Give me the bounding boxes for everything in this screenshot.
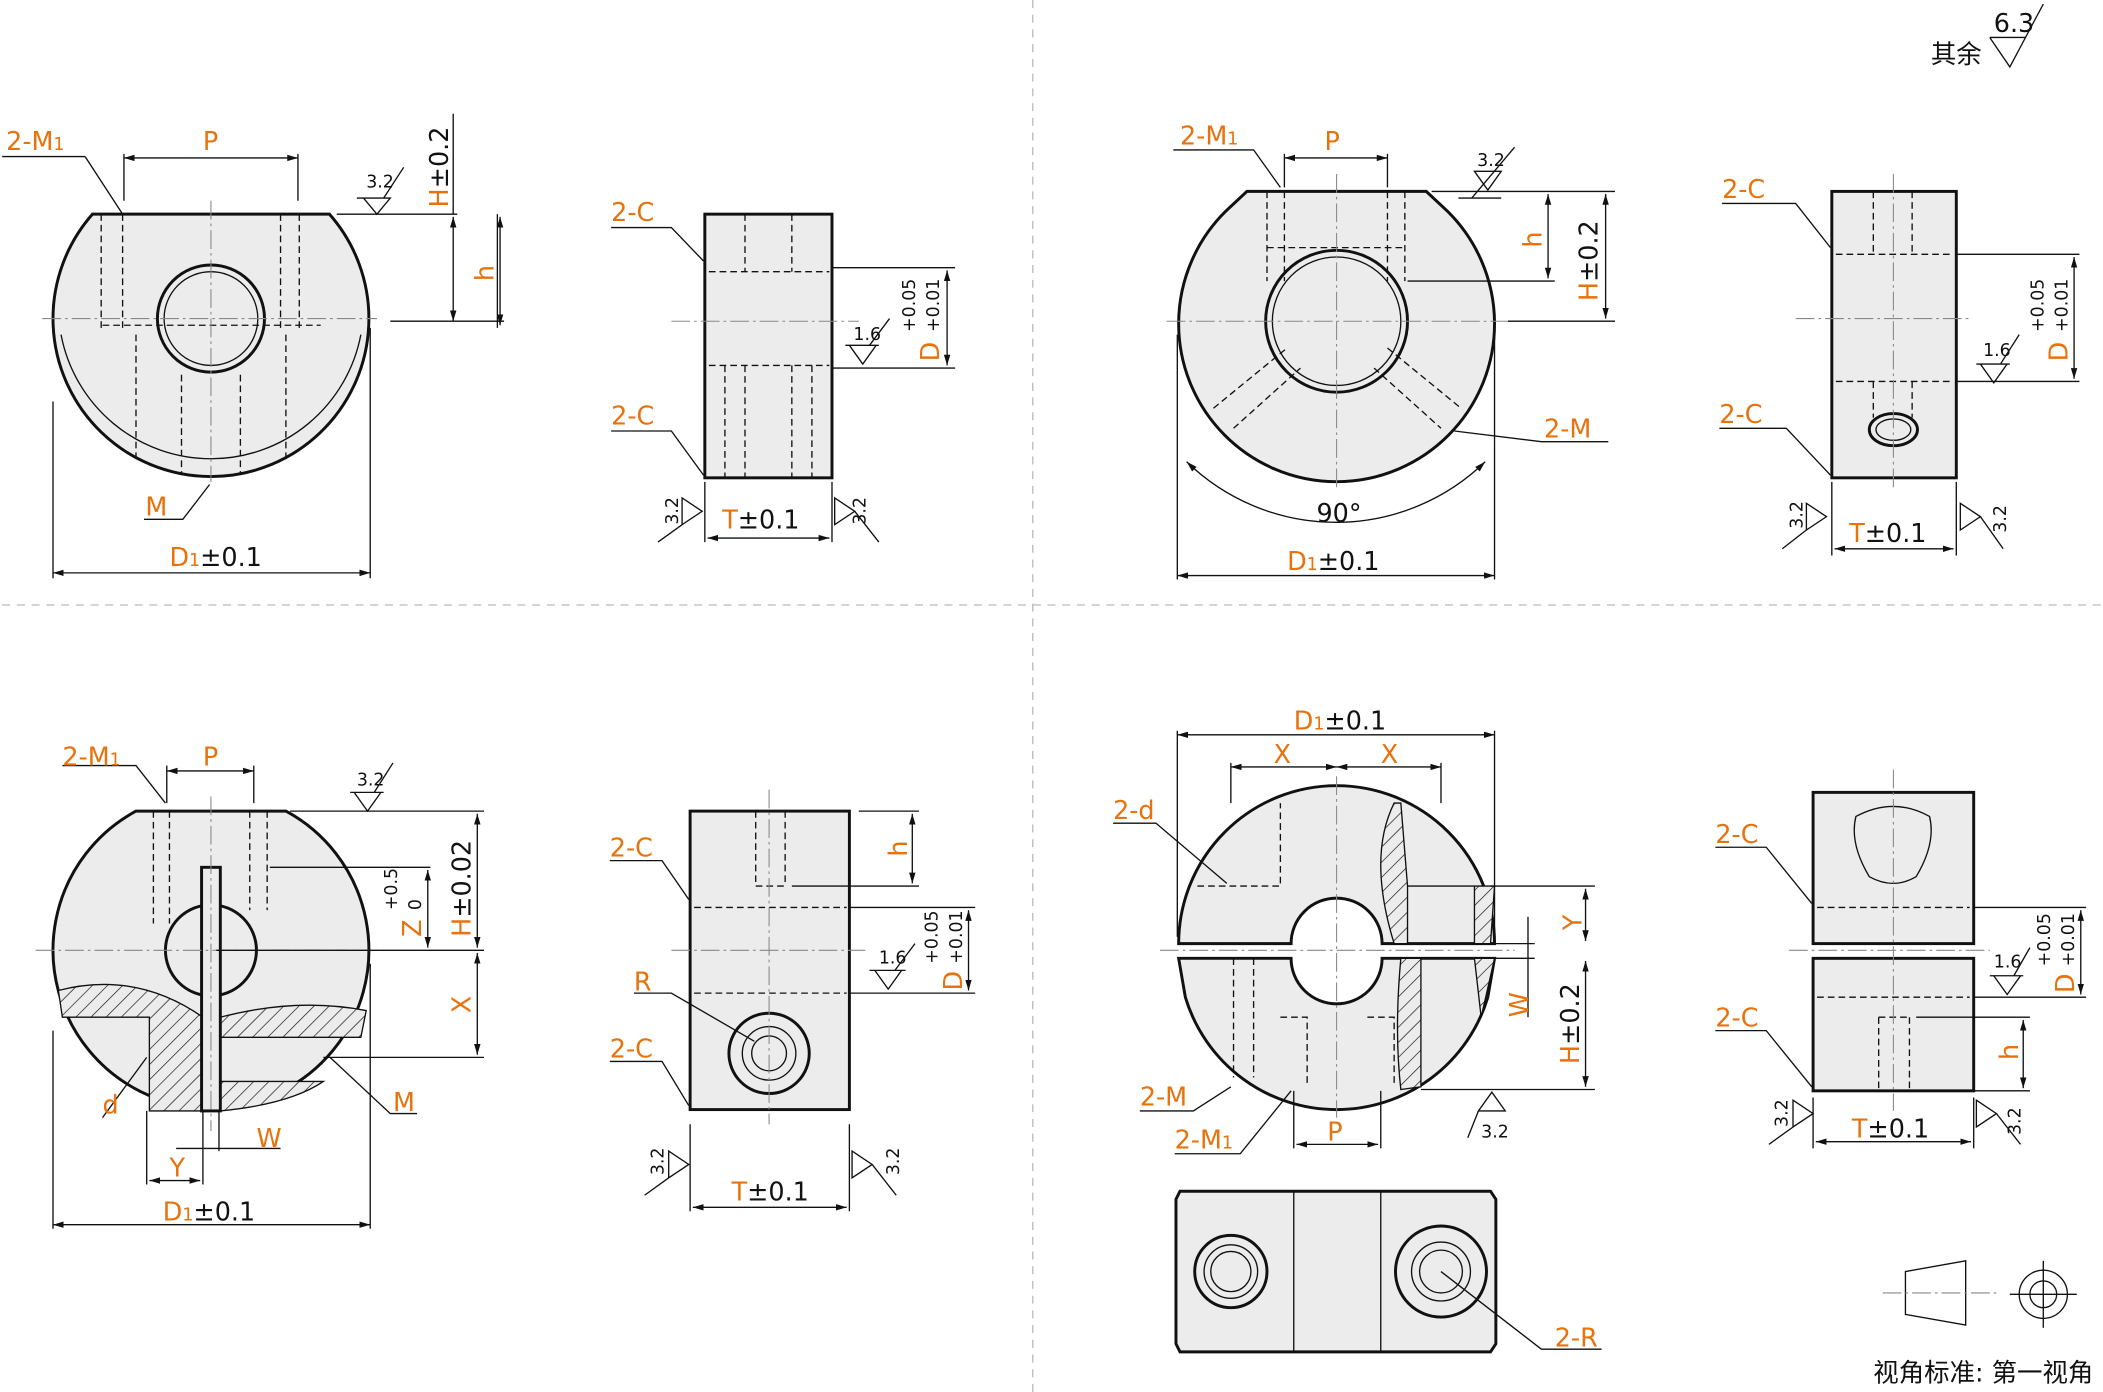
q4-m-label: 2-M bbox=[1140, 1082, 1187, 1112]
q4-dd-label: 2-d bbox=[1113, 795, 1154, 825]
q3-c-bot-label: 2-C bbox=[610, 1033, 653, 1063]
q4-x1-label: X bbox=[1274, 739, 1291, 769]
q4-d-label: D bbox=[2050, 974, 2080, 994]
q3-front-view: 2-M1 P 3.2 Z +0.5 0 H±0.02 X M d W Y D1±… bbox=[35, 742, 484, 1229]
q1-t-label: T±0.1 bbox=[721, 505, 799, 535]
q2-side-view: 2-C 2-C 1.6 D +0.05 +0.01 3.2 3.2 T±0.1 bbox=[1719, 174, 2080, 556]
q1-c-top-label: 2-C bbox=[611, 197, 654, 227]
q3-d1-label: D1±0.1 bbox=[163, 1197, 255, 1227]
q1-roughness-16: 1.6 bbox=[853, 325, 881, 345]
q2-c-bot-label: 2-C bbox=[1719, 399, 1762, 429]
q1-h-cap-label: H±0.2 bbox=[424, 127, 454, 208]
q3-m1-sub: 1 bbox=[110, 751, 121, 771]
q2-c-top-label: 2-C bbox=[1722, 174, 1765, 204]
q2-d-tol-lo: +0.01 bbox=[2052, 279, 2072, 332]
q3-dd-label: D bbox=[938, 971, 968, 991]
q3-p-label: P bbox=[203, 742, 218, 772]
q4-m1-label: 2-M1 bbox=[1175, 1124, 1233, 1154]
q4-x2-label: X bbox=[1381, 739, 1398, 769]
q3-z-tol: +0.5 bbox=[382, 868, 402, 910]
q3-z-label: Z bbox=[397, 920, 427, 937]
q4-d1-label: D1±0.1 bbox=[1294, 705, 1386, 735]
q2-t-label: T±0.1 bbox=[1848, 518, 1926, 548]
q2-h-label: h bbox=[1517, 231, 1547, 247]
general-roughness-symbol: 其余 6.3 bbox=[1931, 3, 2044, 69]
roughness-value: 6.3 bbox=[1994, 8, 2034, 38]
q2-m1-label: 2-M1 bbox=[1180, 121, 1238, 151]
q2-m-label: 2-M bbox=[1544, 414, 1591, 444]
q3-side-view: 2-C R 2-C h 1.6 D +0.05 +0.01 3.2 3.2 T±… bbox=[610, 789, 976, 1212]
q3-h-label: h bbox=[883, 840, 913, 856]
q2-p-label: P bbox=[1325, 126, 1340, 156]
q3-r-label: R bbox=[634, 966, 652, 996]
q2-m1-sub: 1 bbox=[1227, 130, 1238, 150]
q2-h-cap-label: H±0.2 bbox=[1574, 220, 1604, 301]
q3-roughness: 3.2 bbox=[357, 771, 385, 791]
q1-roughness-a: 3.2 bbox=[663, 497, 683, 525]
q1-m1-label: 2-M1 bbox=[6, 126, 64, 156]
q3-d-tol: +0.05 bbox=[923, 910, 943, 963]
q3-z-tol-lo: 0 bbox=[406, 899, 426, 910]
q4-c-bot-label: 2-C bbox=[1715, 1003, 1758, 1033]
q4-h-label: h bbox=[1994, 1044, 2024, 1060]
q3-roughness-16: 1.6 bbox=[879, 949, 907, 969]
q3-t-label: T±0.1 bbox=[731, 1177, 809, 1207]
q4-roughness-16: 1.6 bbox=[1994, 953, 2022, 973]
q4-counterbore-left bbox=[1193, 1233, 1269, 1310]
q4-c-top-label: 2-C bbox=[1715, 819, 1758, 849]
q2-roughness-16: 1.6 bbox=[1983, 341, 2011, 361]
q1-m1-sub: 1 bbox=[53, 135, 64, 155]
projection-label: 视角标准: 第一视角 bbox=[1873, 1357, 2093, 1387]
q3-d-label: d bbox=[103, 1090, 119, 1120]
q3-h-cap-label: H±0.02 bbox=[447, 840, 477, 937]
q2-front-view: 2-M1 P 3.2 h H±0.2 2-M 90° D1±0.1 bbox=[1166, 121, 1615, 580]
q4-r-label: 2-R bbox=[1555, 1322, 1598, 1352]
q4-front-view: D1±0.1 X X 2-d Y W H±0.2 3.2 2-M 2-M1 P bbox=[1113, 705, 1595, 1155]
q3-y-label: Y bbox=[168, 1153, 185, 1183]
q3-m1-label: 2-M1 bbox=[62, 742, 120, 772]
q1-d-tol-lo: +0.01 bbox=[924, 279, 944, 332]
q2-roughness-b: 3.2 bbox=[1991, 505, 2011, 533]
q2-d-tol: +0.05 bbox=[2028, 279, 2048, 332]
q4-roughness-b: 3.2 bbox=[2006, 1107, 2026, 1135]
q4-m1-sub: 1 bbox=[1222, 1133, 1233, 1153]
q1-d-tol: +0.05 bbox=[900, 279, 920, 332]
other-label: 其余 bbox=[1931, 39, 1982, 69]
q4-d-tol: +0.05 bbox=[2035, 913, 2055, 966]
q3-w-label: W bbox=[256, 1123, 281, 1153]
q2-d1-label: D1±0.1 bbox=[1287, 546, 1379, 576]
q1-roughness: 3.2 bbox=[366, 172, 394, 192]
q3-roughness-a: 3.2 bbox=[648, 1147, 668, 1175]
q4-h-cap-label: H±0.2 bbox=[1555, 983, 1585, 1064]
q3-c-top-label: 2-C bbox=[610, 833, 653, 863]
q3-roughness-b: 3.2 bbox=[884, 1147, 904, 1175]
q2-roughness-a: 3.2 bbox=[1787, 501, 1807, 529]
q2-angle-label: 90° bbox=[1317, 498, 1362, 528]
q3-d-tol-lo: +0.01 bbox=[947, 910, 967, 963]
q1-front-view: 2-M1 P 3.2 H±0.2 h M D1±0.1 bbox=[2, 113, 505, 579]
q4-w-label: W bbox=[1504, 992, 1534, 1017]
q4-p-label: P bbox=[1327, 1116, 1342, 1146]
q4-y-label: Y bbox=[1558, 914, 1588, 931]
q1-h-label: h bbox=[469, 265, 499, 281]
q1-p-label: P bbox=[203, 126, 218, 156]
q4-side-view: 2-C 2-C 1.6 D +0.05 +0.01 h 3.2 3.2 T±0.… bbox=[1715, 769, 2087, 1149]
q3-m-label: M bbox=[393, 1087, 415, 1117]
q1-c-bot-label: 2-C bbox=[611, 400, 654, 430]
q1-d1-label: D1±0.1 bbox=[169, 542, 261, 572]
q2-d-label: D bbox=[2043, 342, 2073, 362]
q1-side-view: 2-C 2-C 1.6 D +0.05 +0.01 3.2 3.2 T±0.1 bbox=[611, 197, 956, 543]
first-angle-projection-symbol: 视角标准: 第一视角 bbox=[1873, 1260, 2093, 1387]
q4-t-label: T±0.1 bbox=[1851, 1114, 1929, 1144]
q1-m-label: M bbox=[145, 491, 167, 521]
q1-d-label: D bbox=[915, 342, 945, 362]
q3-x-label: X bbox=[447, 996, 477, 1013]
q4-roughness: 3.2 bbox=[1481, 1123, 1509, 1143]
q4-bottom-view: 2-R bbox=[1174, 1189, 1602, 1354]
q4-d-tol-lo: +0.01 bbox=[2059, 913, 2079, 966]
q2-roughness: 3.2 bbox=[1477, 151, 1505, 171]
q1-roughness-b: 3.2 bbox=[850, 497, 870, 525]
q4-roughness-a: 3.2 bbox=[1773, 1099, 1793, 1127]
